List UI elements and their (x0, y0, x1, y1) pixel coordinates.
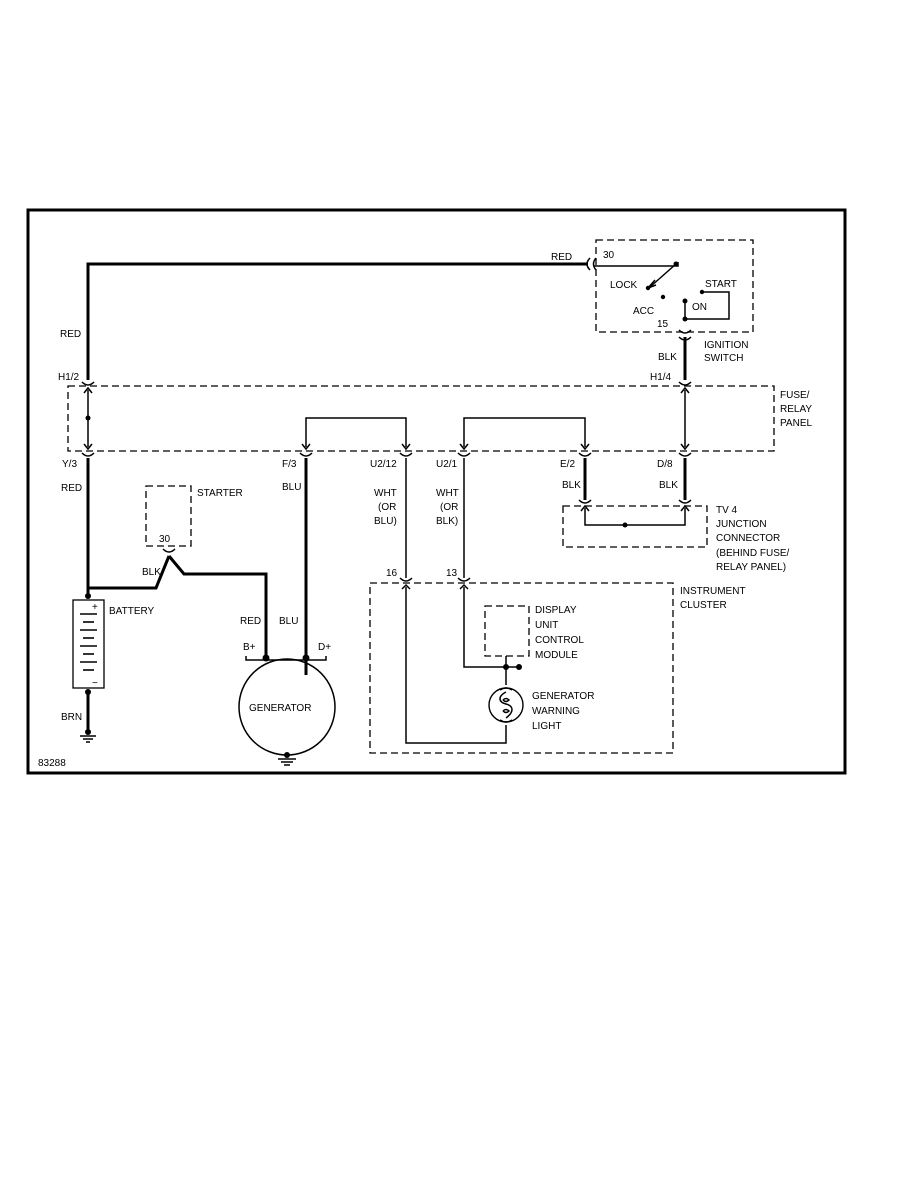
tv4-junction-connector: TV 4 JUNCTION CONNECTOR (BEHIND FUSE/ RE… (562, 504, 790, 573)
cluster-label-2: CLUSTER (680, 600, 727, 611)
warning-light-label-1: GENERATOR (532, 691, 594, 702)
ignition-pos-on: ON (692, 302, 707, 313)
warning-light-label-2: WARNING (532, 706, 580, 717)
ignition-pos-start: START (705, 279, 737, 290)
tv4-label-4: (BEHIND FUSE/ (716, 548, 790, 559)
battery: + − BATTERY (72, 593, 155, 695)
display-module-label-2: UNIT (535, 620, 558, 631)
battery-ground-icon (80, 729, 96, 743)
ignition-pin-15: 15 (657, 319, 669, 330)
ignition-pos-lock: LOCK (610, 280, 638, 291)
wire-label-wht-u212-1: WHT (374, 488, 397, 499)
diagram-frame (26, 208, 847, 775)
cluster-pin-16: 16 (386, 568, 398, 579)
connector-d-8: D/8 (657, 459, 673, 470)
starter-label: STARTER (197, 488, 243, 499)
generator-terminal-d: D+ (318, 642, 331, 653)
wire-label-wht-u21-1: WHT (436, 488, 459, 499)
connector-f-3: F/3 (282, 459, 297, 470)
display-module-label-3: CONTROL (535, 635, 584, 646)
tv4-label-2: JUNCTION (716, 519, 767, 530)
display-module-label-1: DISPLAY (535, 605, 577, 616)
wire-blk-starter (88, 555, 171, 590)
wire-label-wht-u21-2: (OR (440, 502, 458, 513)
wire-red-gen (167, 555, 268, 658)
wire-label-red-left: RED (60, 329, 81, 340)
wire-label-wht-u212-2: (OR (378, 502, 396, 513)
wire-label-blu-f3: BLU (282, 482, 301, 493)
wire-label-red-gen: RED (240, 616, 261, 627)
wire-red-top (86, 262, 588, 380)
generator-label: GENERATOR (249, 703, 311, 714)
ignition-switch-label-1: IGNITION (704, 340, 748, 351)
fuse-panel-label-3: PANEL (780, 418, 812, 429)
battery-minus: − (92, 678, 98, 689)
generator-terminal-b: B+ (243, 642, 256, 653)
instrument-cluster: INSTRUMENT CLUSTER 16 13 DISPLAY UNIT CO… (369, 568, 746, 754)
wire-label-blk-starter: BLK (142, 567, 161, 578)
battery-label: BATTERY (109, 606, 155, 617)
connector-h1-2: H1/2 (58, 372, 80, 383)
ignition-switch: 30 15 LOCK ACC ON START IGNITION SWITCH (592, 239, 754, 364)
wire-label-wht-u212-3: BLU) (374, 516, 397, 527)
fuse-panel-label-2: RELAY (780, 404, 812, 415)
battery-plus: + (92, 602, 98, 613)
wire-label-brn-ground: BRN (61, 712, 82, 723)
cluster-label-1: INSTRUMENT (680, 586, 746, 597)
ignition-pin-30: 30 (603, 250, 615, 261)
fuse-panel-label-1: FUSE/ (780, 390, 810, 401)
wire-label-blk-ign: BLK (658, 352, 677, 363)
tv4-label-1: TV 4 (716, 505, 738, 516)
tv4-label-3: CONNECTOR (716, 533, 780, 544)
connector-u2-12: U2/12 (370, 459, 397, 470)
wire-label-blu-gen: BLU (279, 616, 298, 627)
wire-label-blk-e2: BLK (562, 480, 581, 491)
ignition-pos-acc: ACC (633, 306, 654, 317)
starter-pin-30: 30 (159, 534, 171, 545)
fuse-relay-panel: FUSE/ RELAY PANEL (67, 385, 812, 452)
wire-label-red-y3: RED (61, 483, 82, 494)
connector-e-2: E/2 (560, 459, 575, 470)
ignition-switch-label-2: SWITCH (704, 353, 743, 364)
display-module-label-4: MODULE (535, 650, 578, 661)
wire-label-red-top: RED (551, 252, 572, 263)
diagram-id: 83288 (38, 758, 66, 769)
wire-label-blk-d8: BLK (659, 480, 678, 491)
connector-y-3: Y/3 (62, 459, 77, 470)
generator: B+ D+ GENERATOR (238, 642, 336, 766)
connector-u2-1: U2/1 (436, 459, 458, 470)
cluster-pin-13: 13 (446, 568, 458, 579)
warning-light-bulb-icon (488, 687, 524, 723)
warning-light-label-3: LIGHT (532, 721, 561, 732)
wire-label-wht-u21-3: BLK) (436, 516, 458, 527)
starter: STARTER 30 (145, 485, 243, 553)
tv4-label-5: RELAY PANEL) (716, 562, 786, 573)
connector-h1-4: H1/4 (650, 372, 672, 383)
